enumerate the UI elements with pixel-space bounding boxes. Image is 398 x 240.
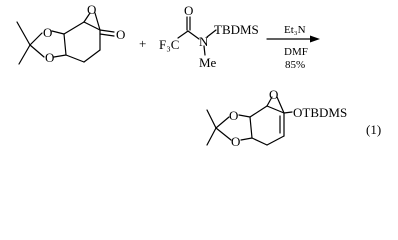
reactant-2-silyl-trifluoroacetamide: [177, 16, 217, 56]
product-silyl-enol-ether: [206, 96, 293, 146]
product-silyl-ether: OTBDMS: [293, 105, 347, 120]
n-methyl-group: Me: [199, 55, 217, 70]
solvent-below-arrow: DMF: [284, 46, 308, 58]
reactant-1-ring-oxygen-top: O: [43, 25, 52, 40]
reactant-1-ketone-oxygen: O: [116, 27, 125, 42]
reaction-yield: 85%: [285, 59, 305, 71]
trifluoromethyl-group: F₃C: [159, 37, 179, 52]
product-ring-oxygen-bottom: O: [231, 134, 240, 149]
reaction-scheme: O O O O + F₃C O N TBDMS Me Et₃N DMF 85%: [16, 2, 381, 149]
reactant-1-bridge-oxygen: O: [87, 2, 96, 17]
reaction-arrow: [266, 35, 320, 43]
product-bridge-oxygen: O: [269, 87, 278, 102]
reactant-1-ring-oxygen-bottom: O: [45, 50, 54, 65]
reactant-1-bicyclic-ketone: [16, 12, 115, 65]
amide-nitrogen: N: [199, 34, 209, 49]
reactant-2-carbonyl-oxygen: O: [184, 3, 193, 18]
reactant-2-silyl-group: TBDMS: [214, 22, 259, 37]
reagent-above-arrow: Et₃N: [284, 24, 306, 36]
equation-number: (1): [366, 122, 381, 137]
plus-sign: +: [139, 36, 146, 51]
product-ring-oxygen-top: O: [229, 108, 238, 123]
